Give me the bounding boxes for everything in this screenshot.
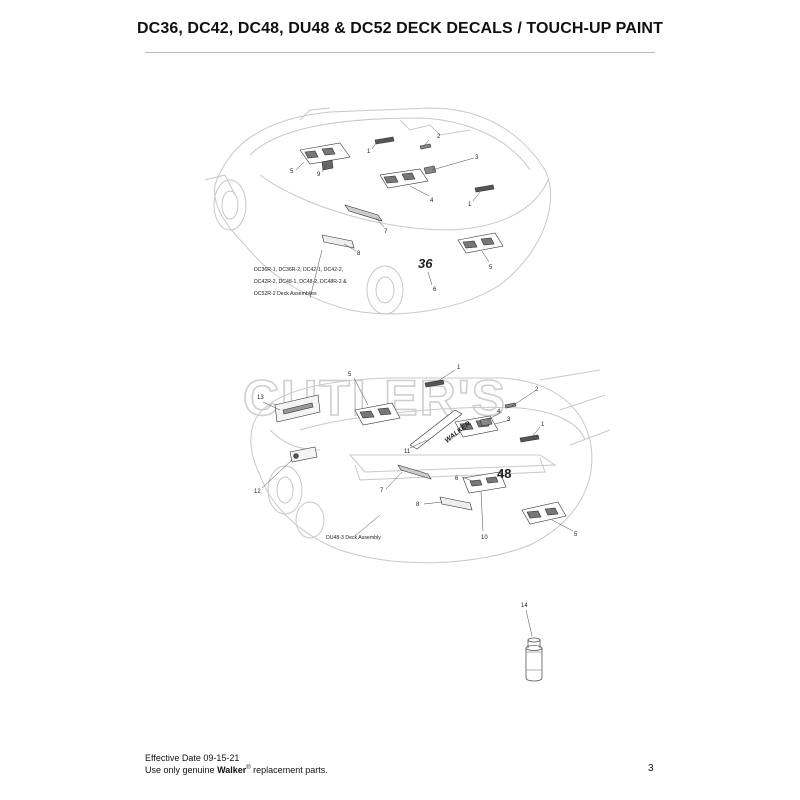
decal-controls-top xyxy=(321,234,355,249)
caption-top-line-3: DC52R-2 Deck Assemblies xyxy=(254,291,317,297)
page-number: 3 xyxy=(648,763,654,774)
decal-warning-bottom-right xyxy=(521,501,567,525)
decal-controls-bottom xyxy=(439,496,473,511)
callout-top-7: 7 xyxy=(384,229,388,235)
callout-bottom-5a: 5 xyxy=(348,372,352,378)
callout-bottom-3: 3 xyxy=(507,417,511,423)
callout-top-1a: 1 xyxy=(367,149,371,155)
decal-wand-bottom xyxy=(397,464,432,480)
effective-date: Effective Date 09-15-21 xyxy=(145,753,240,763)
deck-size-mark-bottom: 48 xyxy=(497,466,511,481)
decal-9-top xyxy=(321,159,334,171)
decal-strip-bottom-1b xyxy=(519,434,540,443)
deck-size-mark-top: 36 xyxy=(418,256,433,271)
callout-top-4: 4 xyxy=(430,198,434,204)
callout-bottom-7: 7 xyxy=(380,488,384,494)
callout-top-8: 8 xyxy=(357,251,361,257)
parts-note-brand: Walker xyxy=(217,765,247,775)
callout-bottom-10: 10 xyxy=(481,535,488,541)
decal-strip-bottom-1 xyxy=(424,379,445,388)
touch-up-paint-can xyxy=(525,637,543,682)
caption-bottom: DU48-3 Deck Assembly xyxy=(326,535,381,541)
deck-top-decals xyxy=(299,136,504,254)
parts-note-reg: ® xyxy=(246,765,251,771)
deck-top-outline xyxy=(204,107,552,315)
callout-top-9: 9 xyxy=(317,172,321,178)
callout-bottom-1a: 1 xyxy=(457,365,461,371)
page-title: DC36, DC42, DC48, DU48 & DC52 DECK DECAL… xyxy=(137,20,663,37)
decal-small-top-2 xyxy=(419,143,432,150)
decal-warning-top-left xyxy=(299,142,351,165)
caption-top-leader xyxy=(309,249,323,299)
callout-bottom-2: 2 xyxy=(535,387,539,393)
decal-warning-bottom-left xyxy=(354,402,401,426)
callouts-bottom xyxy=(261,369,574,537)
callout-paint-leader xyxy=(525,609,533,637)
callout-top-1b: 1 xyxy=(468,202,472,208)
callout-top-5b: 5 xyxy=(489,265,493,271)
decal-small-top-3 xyxy=(423,165,437,175)
decal-brand-bottom xyxy=(409,409,463,450)
callout-bottom-13: 13 xyxy=(257,395,264,401)
callout-bottom-5b: 5 xyxy=(574,532,578,538)
callout-paint-14: 14 xyxy=(521,603,528,609)
callout-top-3: 3 xyxy=(475,155,479,161)
title-rule xyxy=(145,52,655,53)
decal-strip-top-2 xyxy=(474,184,495,193)
parts-note-prefix: Use only genuine xyxy=(145,765,218,775)
caption-top-line-1: DC36R-1, DC36R-2, DC42-1, DC42-2, xyxy=(254,267,343,273)
callout-bottom-8: 8 xyxy=(416,502,420,508)
callout-bottom-12: 12 xyxy=(254,489,261,495)
decal-12-bottom xyxy=(289,446,318,463)
parts-note: Use only genuine Walker® replacement par… xyxy=(145,763,328,775)
callout-top-5a: 5 xyxy=(290,169,294,175)
callout-bottom-4: 4 xyxy=(497,409,501,415)
parts-note-suffix: replacement parts. xyxy=(250,765,328,775)
callout-bottom-11: 11 xyxy=(404,449,411,455)
footer: Effective Date 09-15-21 Use only genuine… xyxy=(145,753,328,775)
callout-top-6: 6 xyxy=(433,287,437,293)
decal-warning-top-right xyxy=(457,232,504,254)
decal-small-bottom-3 xyxy=(479,417,493,427)
callout-top-2: 2 xyxy=(437,134,441,140)
callout-bottom-6: 6 xyxy=(455,476,459,482)
deck-bottom-outline xyxy=(250,369,611,564)
decal-10-bottom xyxy=(462,471,507,494)
decal-wand-top xyxy=(344,204,383,222)
deck-bottom-decals xyxy=(274,379,567,525)
decal-small-bottom-2 xyxy=(504,402,517,409)
decal-warning-top-center xyxy=(379,168,429,189)
callout-bottom-1b: 1 xyxy=(541,422,545,428)
callouts-top xyxy=(295,139,490,286)
decal-operator-bottom xyxy=(274,394,321,423)
caption-top-line-2: DC42R-2, DC48-1, DC48-2, DC48R-2 & xyxy=(254,279,347,285)
decal-strip-top-1 xyxy=(374,136,395,145)
